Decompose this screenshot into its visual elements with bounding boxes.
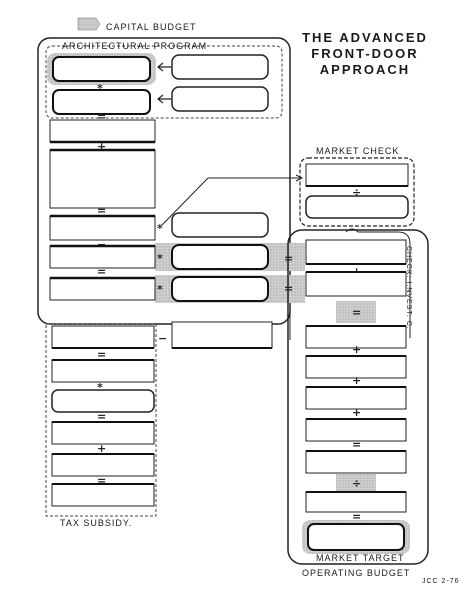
operator-equals-op-1: =: [352, 306, 361, 319]
operator-equals-1: =: [97, 110, 106, 123]
tax-box-3: [51, 389, 155, 413]
market-check-box-2: [305, 195, 409, 219]
operator-plus-tax: +: [97, 442, 106, 455]
operator-plus-op-3: +: [352, 374, 361, 387]
diagram-title: THE ADVANCED FRONT-DOOR APPROACH: [290, 30, 440, 78]
check-vertical-label: CHECK: I.NVEST. C.: [405, 246, 412, 330]
operator-times-tax: *: [97, 381, 103, 394]
operator-equals-op-3: =: [352, 510, 361, 523]
operator-minus-1: −: [97, 238, 106, 251]
curly-bracket: [345, 228, 411, 338]
operating-budget-frame: [287, 229, 429, 565]
arch-box-left-1: [52, 56, 151, 82]
operating-budget-label: OPERATING BUDGET: [302, 568, 411, 578]
operator-divide-1: ÷: [352, 186, 361, 199]
market-target-box: [307, 523, 405, 551]
tax-box-1: [51, 325, 155, 349]
arch-box-right-1: [171, 54, 269, 80]
operator-minus-tax: −: [158, 332, 167, 345]
architectural-program-label: ARCHITECTURAL PROGRAM: [62, 41, 208, 51]
tax-box-4: [51, 421, 155, 445]
operator-divide-op: ÷: [352, 477, 361, 490]
operator-times-4: *: [157, 283, 163, 296]
operator-times-3: *: [157, 252, 163, 265]
capital-right-box-1: [171, 212, 269, 238]
operator-plus-op-2: +: [352, 343, 361, 356]
capital-budget-frame: [37, 37, 291, 325]
tax-box-5: [51, 453, 155, 477]
capital-budget-banner: [77, 17, 101, 31]
tax-box-6: [51, 483, 155, 507]
market-check-box-1: [305, 163, 409, 187]
capital-box-2: [49, 149, 156, 209]
title-line-3: APPROACH: [319, 62, 411, 77]
arrow-left-2: [157, 94, 171, 104]
operating-box-8: [305, 491, 407, 513]
title-line-2: FRONT-DOOR: [311, 46, 419, 61]
market-check-label: MARKET CHECK: [316, 146, 400, 156]
operator-equals-tax-2: =: [97, 410, 106, 423]
operating-box-2: [305, 271, 407, 297]
tax-side-box: [171, 321, 273, 349]
capital-right-box-3: [171, 276, 269, 302]
operator-equals-tax-1: =: [97, 348, 106, 361]
arrow-left-1: [157, 62, 171, 72]
connector-to-market-check: [161, 177, 300, 226]
architectural-program-frame: [45, 45, 283, 119]
market-target-label: MARKET TARGET: [316, 553, 405, 563]
operator-equals-3: =: [97, 265, 106, 278]
capital-box-1: [49, 119, 156, 143]
operating-divide-shade: [336, 474, 376, 492]
capital-budget-label: CAPITAL BUDGET: [106, 22, 197, 32]
operator-times-2: *: [157, 222, 163, 235]
operating-box-1: [305, 239, 407, 265]
operator-plus-1: +: [97, 140, 106, 153]
arrowhead-market-check: [295, 174, 304, 182]
capital-box-3: [49, 215, 156, 241]
tax-subsidy-label: TAX SUBSIDY.: [60, 518, 133, 528]
capital-box-5: [49, 277, 156, 301]
arch-box-left-2: [52, 89, 151, 115]
capital-right-box-2: [171, 244, 269, 270]
operator-equals-tax-3: =: [97, 474, 106, 487]
operator-equals-op-2: =: [352, 438, 361, 451]
operating-equals-shade-1: [336, 301, 376, 323]
arch-box-right-2: [171, 86, 269, 112]
tax-box-2: [51, 359, 155, 383]
tax-subsidy-frame: [45, 323, 157, 517]
operator-times-arch: *: [97, 82, 103, 95]
market-check-frame: [299, 157, 415, 227]
initials-date-label: JCC 2-76: [422, 578, 460, 585]
operator-equals-2: =: [97, 204, 106, 217]
title-line-1: THE ADVANCED: [302, 30, 428, 45]
operating-box-7: [305, 450, 407, 474]
operator-plus-op-4: +: [352, 406, 361, 419]
